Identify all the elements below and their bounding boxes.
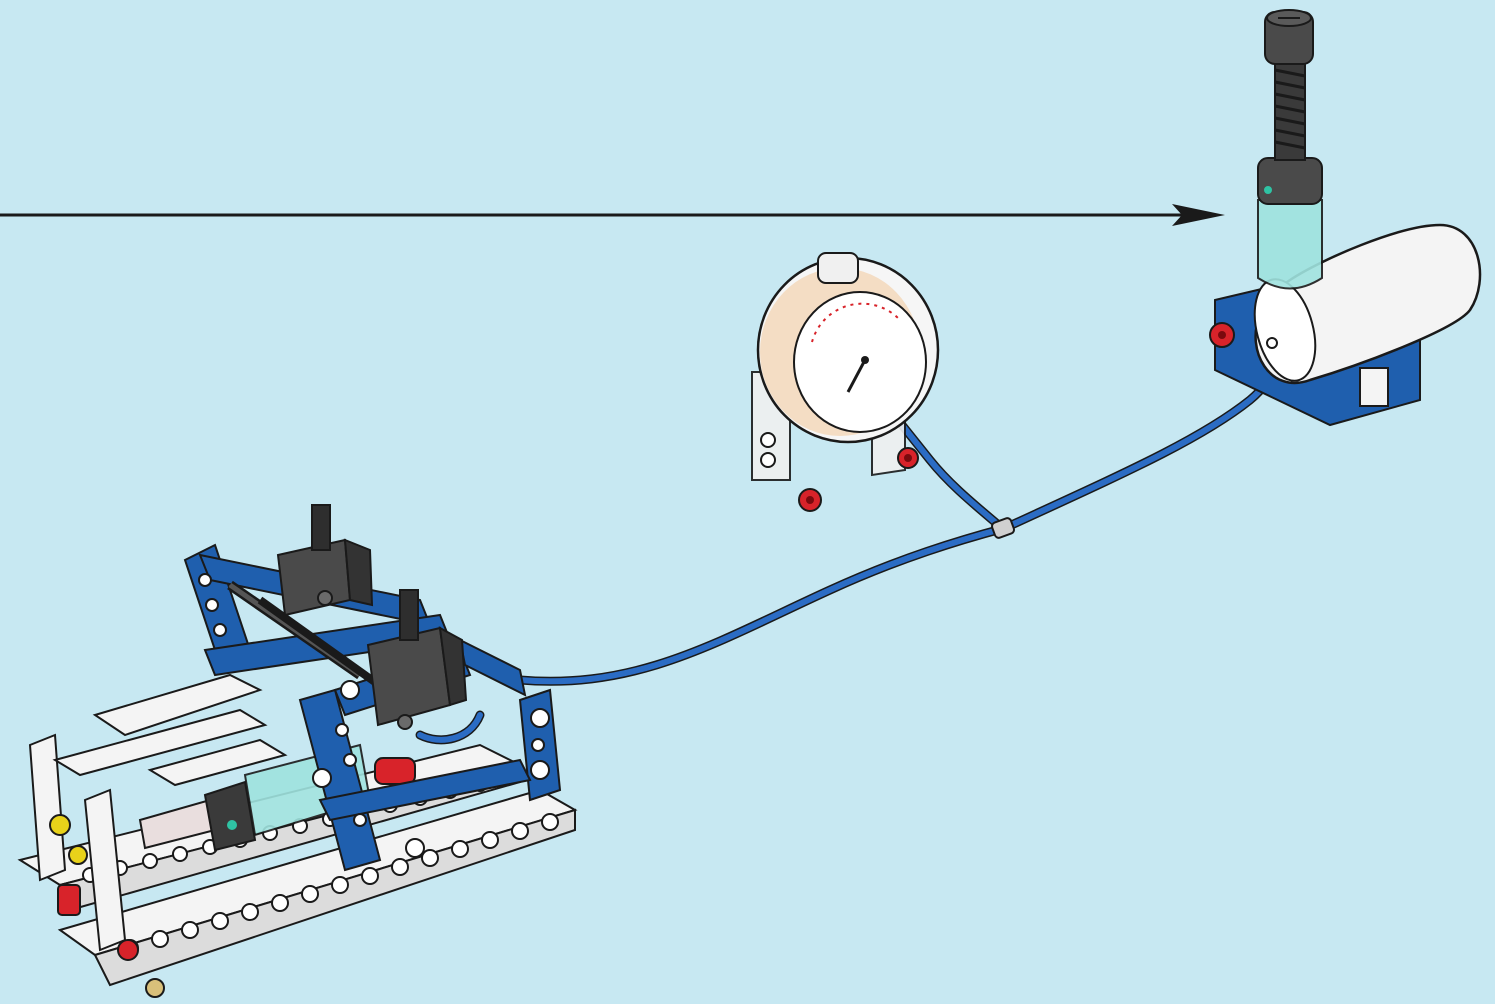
red-pin-icon — [799, 489, 821, 511]
red-pin-icon — [375, 758, 415, 784]
red-pin-icon — [898, 448, 918, 468]
red-pin-icon — [1210, 323, 1234, 347]
red-pin-icon — [58, 885, 80, 915]
tan-bush-icon — [146, 979, 164, 997]
red-pin-icon — [118, 940, 138, 960]
